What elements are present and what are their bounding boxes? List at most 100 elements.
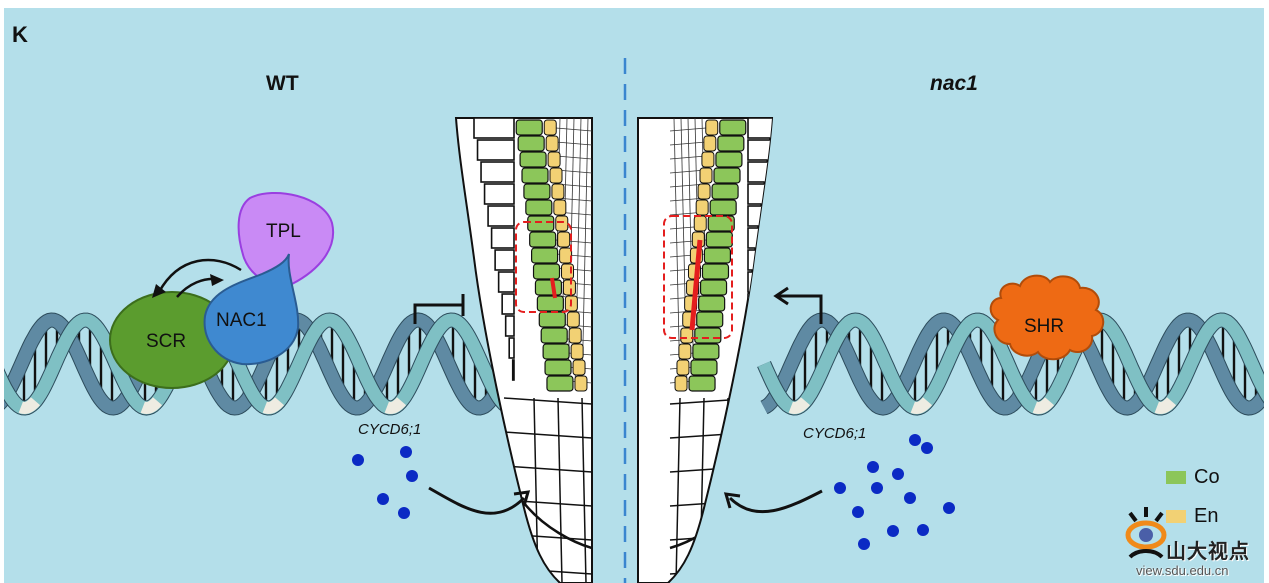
cycd6-molecules-nac1 — [834, 434, 955, 550]
legend-swatch-cortex — [1166, 471, 1186, 484]
endodermis-cell — [570, 343, 584, 360]
epidermal-cell — [747, 139, 772, 161]
endodermis-cell — [574, 375, 588, 392]
epidermal-cell — [476, 139, 515, 161]
svg-text:TPL: TPL — [266, 221, 301, 242]
gene-label-nac1: CYCD6;1 — [803, 425, 867, 442]
endodermis-cell — [559, 247, 573, 264]
epidermal-cell — [747, 227, 772, 249]
epidermal-cell — [501, 293, 515, 315]
cortex-cell — [538, 311, 566, 328]
nac1-protein: NAC1 — [203, 253, 300, 366]
cortex-cell — [694, 327, 722, 344]
svg-text:SCR: SCR — [146, 331, 186, 352]
endodermis-cell — [674, 375, 688, 392]
cortex-cell — [536, 295, 564, 312]
cortex-cell — [717, 135, 745, 152]
svg-text:SHR: SHR — [1024, 316, 1064, 337]
dna-strand-front — [758, 313, 1264, 415]
endodermis-cell — [549, 167, 563, 184]
cycd6-molecule — [406, 470, 418, 482]
epidermal-cell — [497, 271, 515, 293]
legend-label-cortex: Co — [1194, 466, 1220, 488]
epidermal-cell — [747, 359, 751, 381]
tpl-protein: TPL — [237, 191, 335, 287]
cycd6-molecule — [871, 482, 883, 494]
endodermis-cell — [705, 119, 719, 136]
cortex-cell — [517, 135, 545, 152]
dna-strand-highlight — [384, 397, 407, 415]
root-cap-boundary — [523, 502, 592, 550]
cortex-cell — [542, 343, 570, 360]
scr-protein: SCR — [109, 291, 235, 389]
cortex-cell — [521, 167, 549, 184]
cortex-cell — [703, 247, 732, 264]
watermark-eye-icon — [1125, 507, 1167, 559]
cortex-cell — [523, 183, 551, 200]
epidermal-cell — [747, 161, 772, 183]
cycd6-molecule — [867, 461, 879, 473]
dna-strand-highlight — [1032, 397, 1055, 415]
cycd6-molecule — [892, 468, 904, 480]
cortex-cell — [530, 247, 559, 264]
svg-text:NAC1: NAC1 — [216, 310, 267, 331]
cycd6-molecule — [858, 538, 870, 550]
cycd6-molecule — [377, 493, 389, 505]
cortex-cell — [713, 167, 741, 184]
epidermal-cell — [747, 118, 772, 139]
gene-label-wt: CYCD6;1 — [358, 421, 422, 438]
cycd6-molecule — [887, 525, 899, 537]
periclinal-division-wt — [550, 277, 557, 299]
cortex-cell — [688, 375, 716, 392]
endodermis-cell — [695, 199, 709, 216]
endodermis-cell — [676, 359, 690, 376]
cycd6-molecule — [352, 454, 364, 466]
cortex-cell — [699, 279, 728, 296]
cortex-cell — [534, 279, 563, 296]
legend-item-cortex: Co — [1166, 466, 1220, 489]
cortex-cell — [546, 375, 574, 392]
cycd6-molecule — [852, 506, 864, 518]
epidermal-cell — [747, 315, 758, 337]
movement-arrow-wt — [428, 486, 531, 515]
epidermal-cell — [504, 315, 515, 337]
highlight-box-nac1 — [663, 215, 733, 339]
shr-protein: SHR — [989, 274, 1105, 361]
cortex-cell — [701, 263, 730, 280]
cortex-cell — [709, 199, 737, 216]
cortex-cell — [715, 151, 743, 168]
cortex-cell — [515, 119, 543, 136]
dna-strand-highlight — [910, 397, 933, 415]
cycd6-molecule — [398, 507, 410, 519]
cortex-cell — [705, 231, 733, 248]
watermark-url: view.sdu.edu.cn — [1136, 563, 1229, 578]
endodermis-cell — [693, 215, 707, 232]
cortex-cell — [544, 359, 572, 376]
cycd6-molecule — [943, 502, 955, 514]
cortex-cell — [532, 263, 561, 280]
cycd6-molecules-wt — [352, 446, 418, 519]
cortex-cell — [525, 199, 553, 216]
endodermis-cell — [545, 135, 559, 152]
cycd6-molecule — [909, 434, 921, 446]
figure-panel: SCR TPL NAC1 SHR — [4, 8, 1264, 583]
dna-strand-highlight — [788, 397, 811, 415]
interaction-arrows — [152, 258, 242, 298]
endodermis-cell — [551, 183, 565, 200]
endodermis-cell — [557, 231, 571, 248]
legend-label-endodermis: En — [1194, 505, 1219, 527]
endodermis-cell — [678, 343, 692, 360]
legend-swatch-endodermis — [1166, 510, 1186, 523]
root-tip-wt — [454, 117, 593, 583]
endodermis-cell — [699, 167, 713, 184]
epidermal-cell — [480, 161, 515, 183]
endodermis-cell — [572, 359, 586, 376]
repression-symbol — [413, 294, 465, 324]
nac1-title: nac1 — [930, 72, 978, 95]
highlight-box-wt — [515, 221, 572, 313]
cycd6-molecule — [917, 524, 929, 536]
epidermal-cell — [508, 337, 515, 359]
activation-arrow — [773, 286, 823, 324]
dna-strand-highlight — [262, 397, 285, 415]
epidermal-cell — [483, 183, 515, 205]
